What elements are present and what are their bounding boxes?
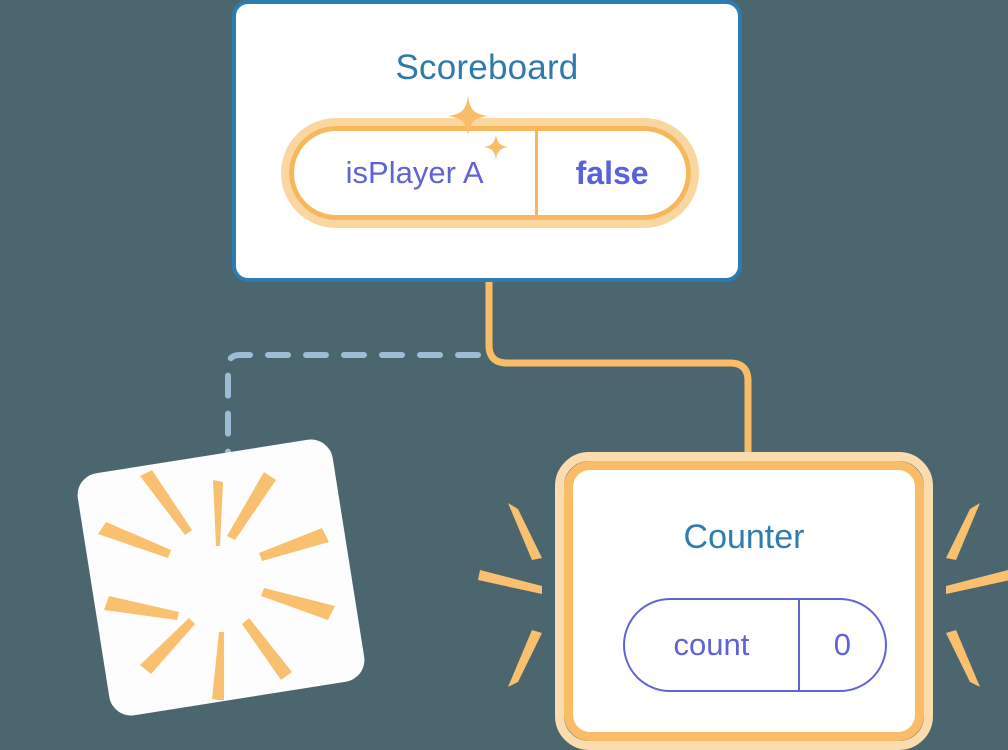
sparkle-large-icon [448, 96, 488, 136]
scoreboard-pill-divider [535, 131, 539, 215]
counter-card[interactable]: Counter count 0 [555, 452, 933, 750]
blank-card[interactable] [74, 436, 368, 719]
counter-property-pill[interactable]: count 0 [623, 598, 887, 692]
counter-pill-divider [797, 600, 800, 690]
counter-pill-key: count [673, 627, 750, 662]
counter-burst-left-icon [478, 503, 542, 687]
scoreboard-property-pill[interactable]: isPlayer A false [281, 118, 699, 228]
scoreboard-pill-key: isPlayer A [345, 155, 484, 190]
scoreboard-title: Scoreboard [395, 48, 579, 87]
scoreboard-pill-value: false [575, 154, 649, 191]
counter-burst-right-icon [946, 503, 1008, 687]
scoreboard-card[interactable]: Scoreboard isPlayer A false [232, 0, 742, 282]
sparkle-small-icon [484, 134, 508, 160]
connector-scoreboard-to-counter [485, 282, 752, 460]
sparkle-group [448, 96, 508, 160]
counter-title: Counter [683, 518, 805, 556]
counter-pill-value: 0 [833, 627, 852, 662]
counter-card-inner: Counter count 0 [564, 461, 924, 741]
scoreboard-pill-inner: isPlayer A false [289, 126, 691, 220]
